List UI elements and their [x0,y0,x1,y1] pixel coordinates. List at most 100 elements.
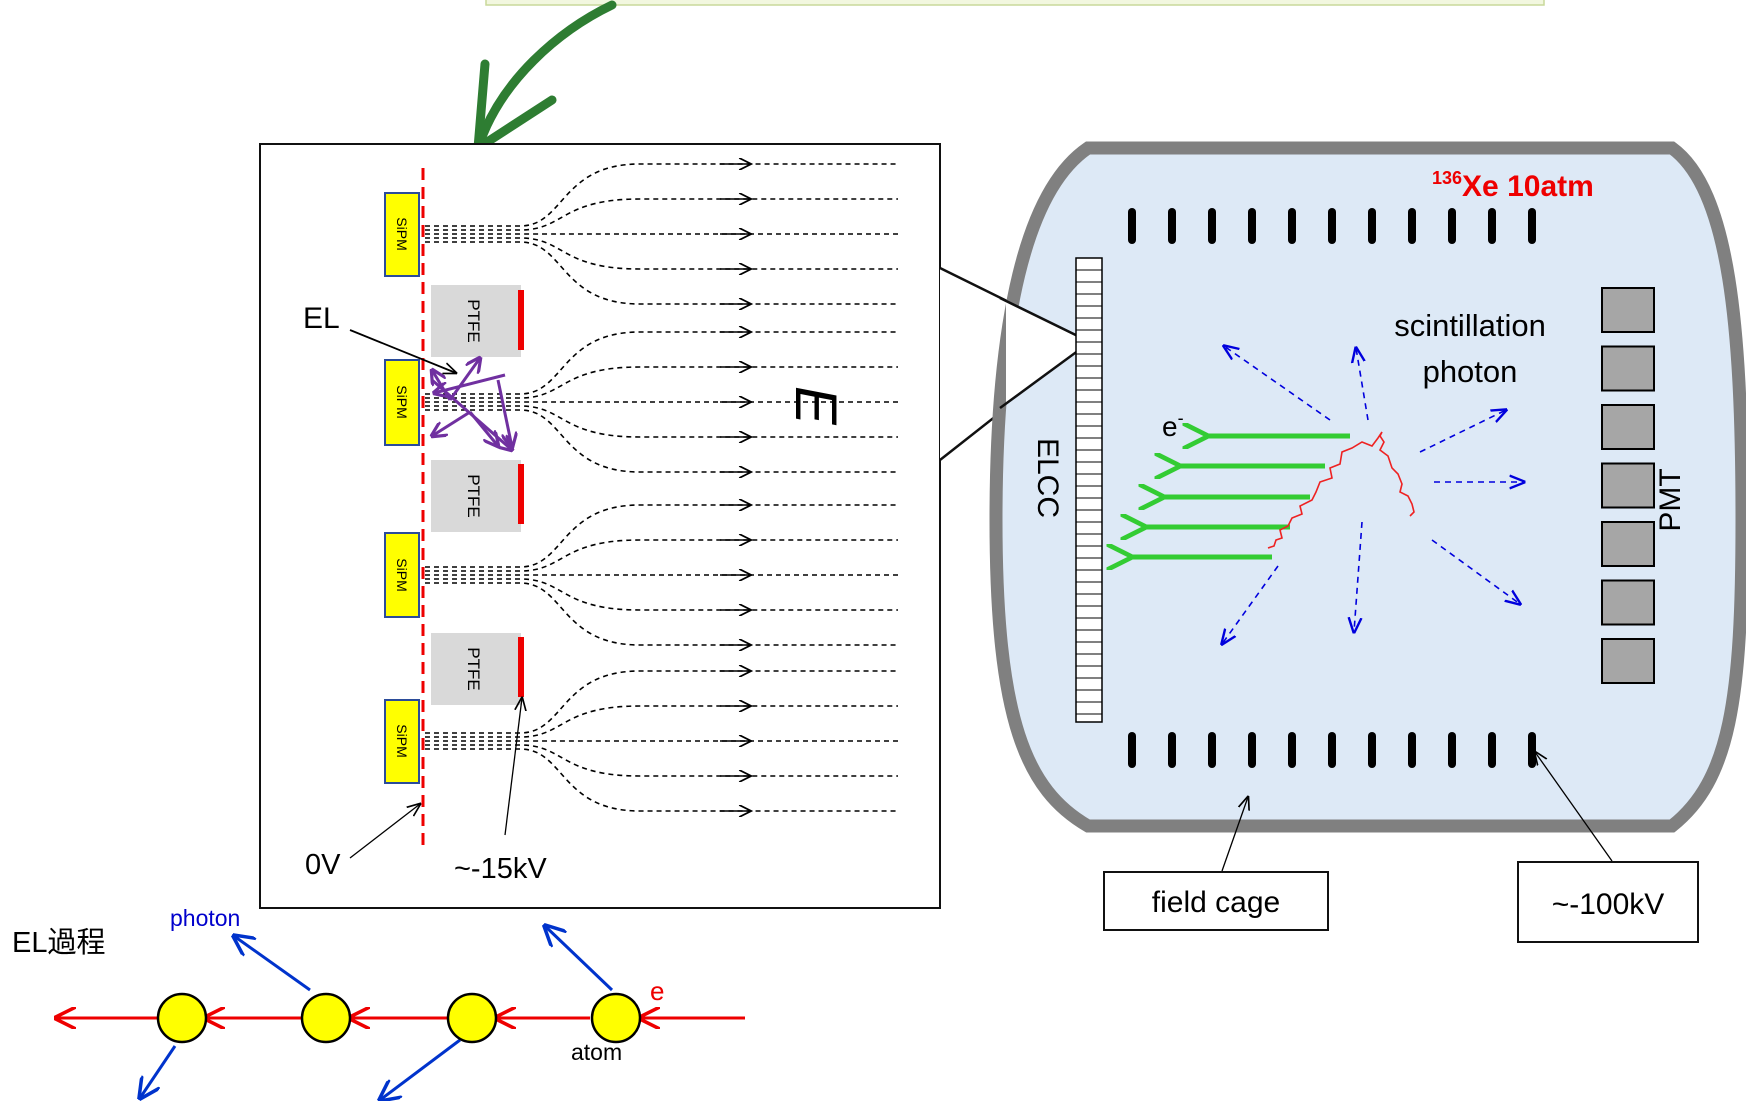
gas-label: 136Xe 10atm [1432,168,1594,203]
field-cage-bar [1288,732,1296,768]
field-cage-bar [1528,732,1536,768]
ground-pointer [349,804,420,859]
field-symbol-e: E [783,386,848,426]
field-cage-bar [1328,732,1336,768]
pmt-array [1601,287,1655,684]
electron-drift-arrows [1130,436,1350,557]
field-line [425,241,898,305]
field-cage-bar [1208,208,1216,244]
field-cage-bar [1408,732,1416,768]
scintillation-photons [1222,346,1524,644]
el-process: EL過程 photon e atom [12,905,745,1101]
pmt-module [1601,404,1655,450]
process-photon-arrows [140,926,614,1101]
pmt-module [1601,638,1655,684]
svg-text:PTFE: PTFE [464,647,483,690]
field-cage-bar [1328,208,1336,244]
field-line [425,670,898,734]
field-line [425,237,898,270]
pmt-module [1601,462,1655,509]
field-line [425,331,898,395]
field-cage-bar [1168,208,1176,244]
field-line [425,366,898,399]
sipm-2: SiPM [384,359,420,446]
field-line [425,405,898,438]
field-cage-bar [1368,732,1376,768]
field-cage-bar [1128,732,1136,768]
sipm-3: SiPM [384,532,420,618]
atom-label: atom [571,1039,622,1065]
field-line [425,705,898,738]
field-cage-bar [1248,208,1256,244]
elcc-plate [1075,257,1103,723]
svg-text:SiPM: SiPM [394,558,410,591]
field-line [425,504,898,568]
field-cage-bar [1168,732,1176,768]
field-cage-bottom [1128,732,1536,768]
electron-track [1267,431,1415,549]
field-cage-bar [1208,732,1216,768]
svg-text:SiPM: SiPM [394,217,410,250]
scintillation-label-line1: scintillation [1394,308,1546,343]
field-line [425,744,898,777]
field-line [425,163,898,227]
pmt-module [1601,521,1655,567]
el-label: EL [303,302,340,335]
zoom-callout-pointer-tip [1006,300,1090,404]
atom-2 [300,992,352,1044]
el-pointer [349,329,456,373]
field-cage-bar [1488,208,1496,244]
field-cage-bar [1248,732,1256,768]
electrode-pointer [504,698,522,836]
field-line [425,198,898,231]
ptfe-1: PTFE [431,285,524,357]
cathode-label-box [1517,861,1699,943]
atom-4 [590,992,642,1044]
scintillation-label-line2: photon [1423,354,1518,389]
callout-curved-arrow [473,0,617,153]
field-cage-label-box [1103,871,1329,931]
svg-text:SiPM: SiPM [394,385,410,418]
field-cage-bar [1488,732,1496,768]
el-process-title: EL過程 [12,927,105,959]
field-cage-bar [1408,208,1416,244]
atom-1 [156,992,208,1044]
field-cage-bar [1448,208,1456,244]
cathode-pointer [1535,752,1613,862]
field-cage-bar [1368,208,1376,244]
pmt-module [1601,579,1655,626]
elcc-label: ELCC [1031,438,1064,518]
field-cage-bar [1128,208,1136,244]
field-cage-bar [1528,208,1536,244]
detector-chamber: 136Xe 10atm ELCC PMT scintillation photo… [989,141,1746,943]
el-photon-arrows [432,358,512,450]
pmt-module [1601,345,1655,392]
pmt-label: PMT [1654,468,1687,531]
process-photon-label: photon [170,905,240,931]
field-cage-bar [1288,208,1296,244]
sipm-4: SiPM [384,699,420,784]
cathode-voltage-label: ~-100kV [1552,888,1665,921]
sipm-1: SiPM [384,192,420,277]
top-callout-box [485,0,1545,6]
field-cage-label: field cage [1152,886,1280,919]
svg-text:SiPM: SiPM [394,724,410,757]
field-cage-top [1128,208,1536,244]
process-electron-label: e [650,976,664,1006]
zoom-panel-frame [259,143,941,909]
electron-label: e- [1162,408,1184,442]
ptfe-2: PTFE [431,460,524,532]
zoom-panel: SiPM SiPM SiPM SiPM PTFE PTFE PTFE [259,143,941,909]
field-line [425,539,898,572]
field-line [425,578,898,611]
elcc-cells [1076,269,1102,715]
field-cage-pointer [1221,797,1248,872]
field-lines [425,164,898,811]
svg-text:PTFE: PTFE [464,299,483,342]
atom-3 [446,992,498,1044]
field-cage-bar [1448,732,1456,768]
field-line [425,582,898,646]
ptfe-3: PTFE [431,633,524,705]
ground-voltage-label: 0V [305,849,341,881]
